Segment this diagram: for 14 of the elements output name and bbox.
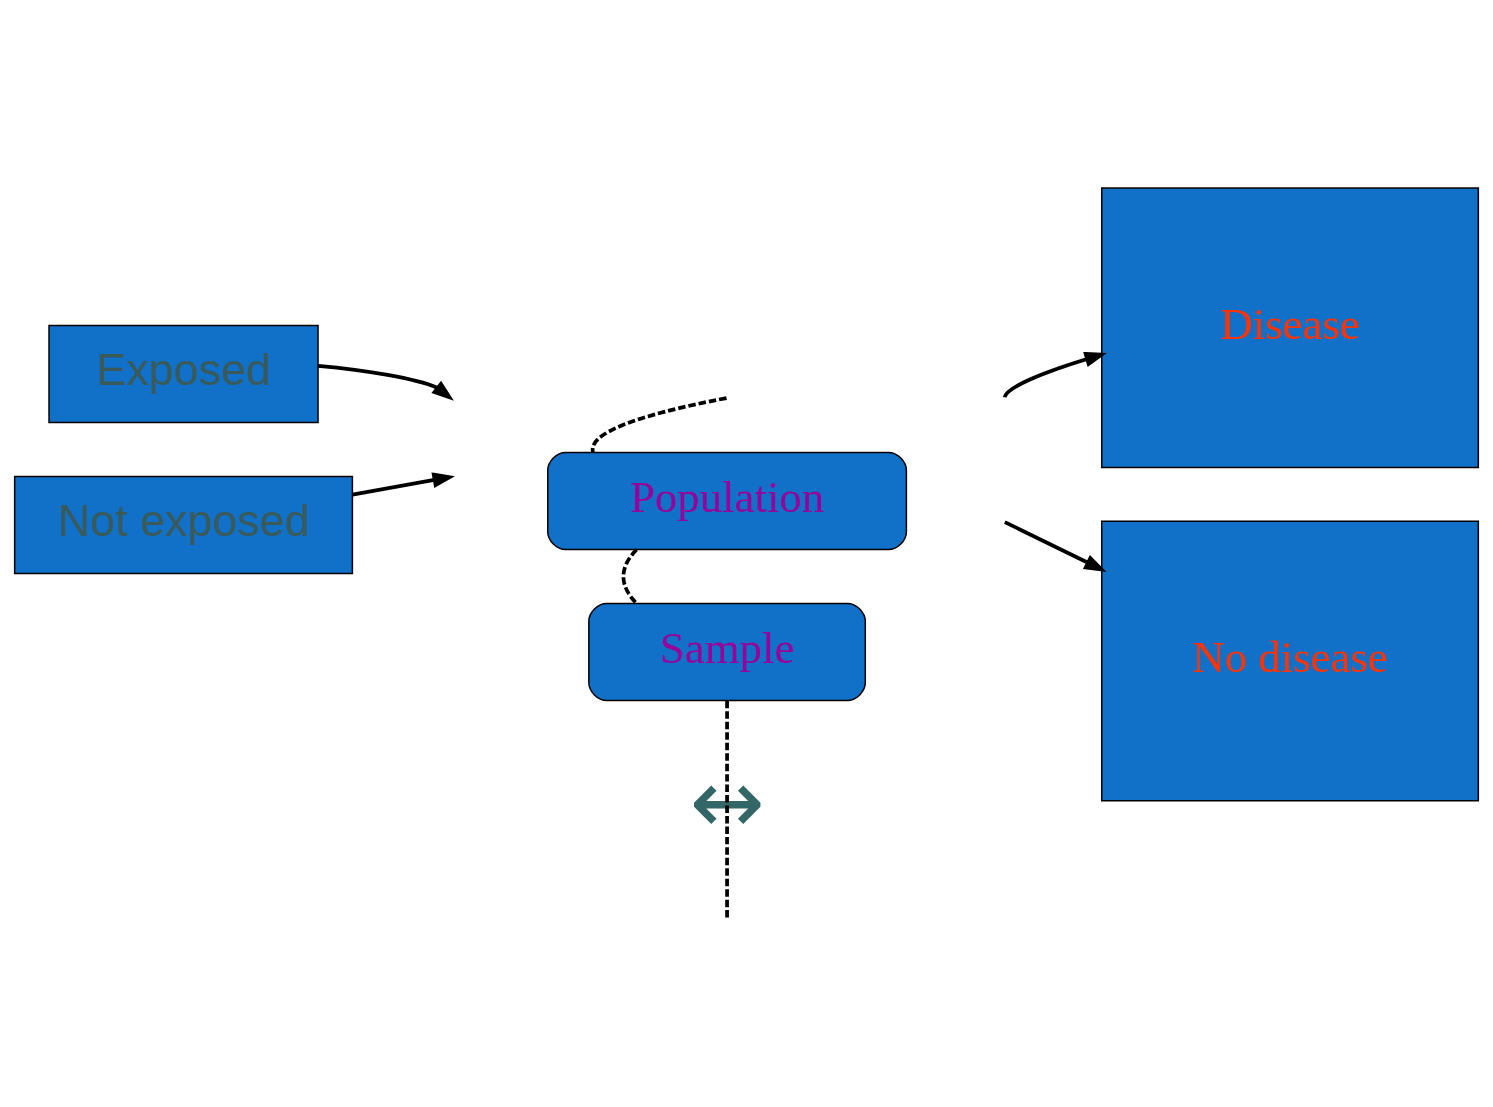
- node-box: Exposed: [48, 324, 319, 423]
- connector: [590, 395, 727, 452]
- node-box: Disease: [1101, 186, 1480, 468]
- label: ↔: [689, 749, 765, 854]
- node-box: Population: [547, 451, 908, 550]
- connector: [725, 700, 729, 918]
- node-box: No disease: [1101, 520, 1480, 801]
- node-box: Not exposed: [13, 475, 354, 574]
- connector: [621, 547, 638, 604]
- arrow: [1002, 351, 1107, 398]
- node-box: Sample: [588, 602, 867, 701]
- arrow: [1004, 519, 1107, 572]
- arrow: [317, 363, 454, 401]
- arrow: [352, 471, 455, 496]
